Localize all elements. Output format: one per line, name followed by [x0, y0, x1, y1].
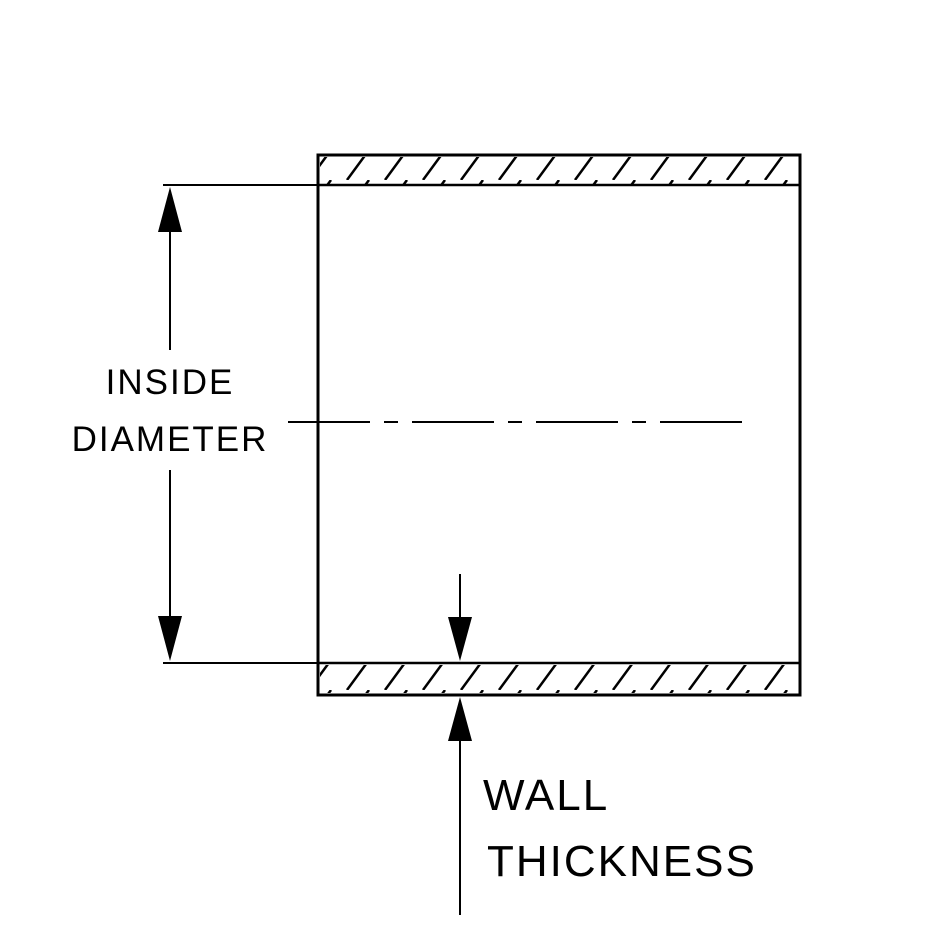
inside-diameter-label-line1: INSIDE: [106, 363, 235, 402]
wall-arrow-up-icon: [448, 697, 472, 741]
top-wall-hatch: [320, 157, 798, 184]
id-arrow-up-icon: [158, 187, 182, 232]
wall-arrow-down-icon: [448, 617, 472, 661]
id-arrow-down-icon: [158, 616, 182, 661]
bottom-wall-hatch: [320, 665, 798, 693]
inside-diameter-label-line2: DIAMETER: [72, 420, 269, 459]
wall-thickness-label-line1: WALL: [483, 771, 609, 820]
tube-outline: [316, 153, 802, 697]
wall-thickness-label-line2: THICKNESS: [487, 837, 757, 886]
